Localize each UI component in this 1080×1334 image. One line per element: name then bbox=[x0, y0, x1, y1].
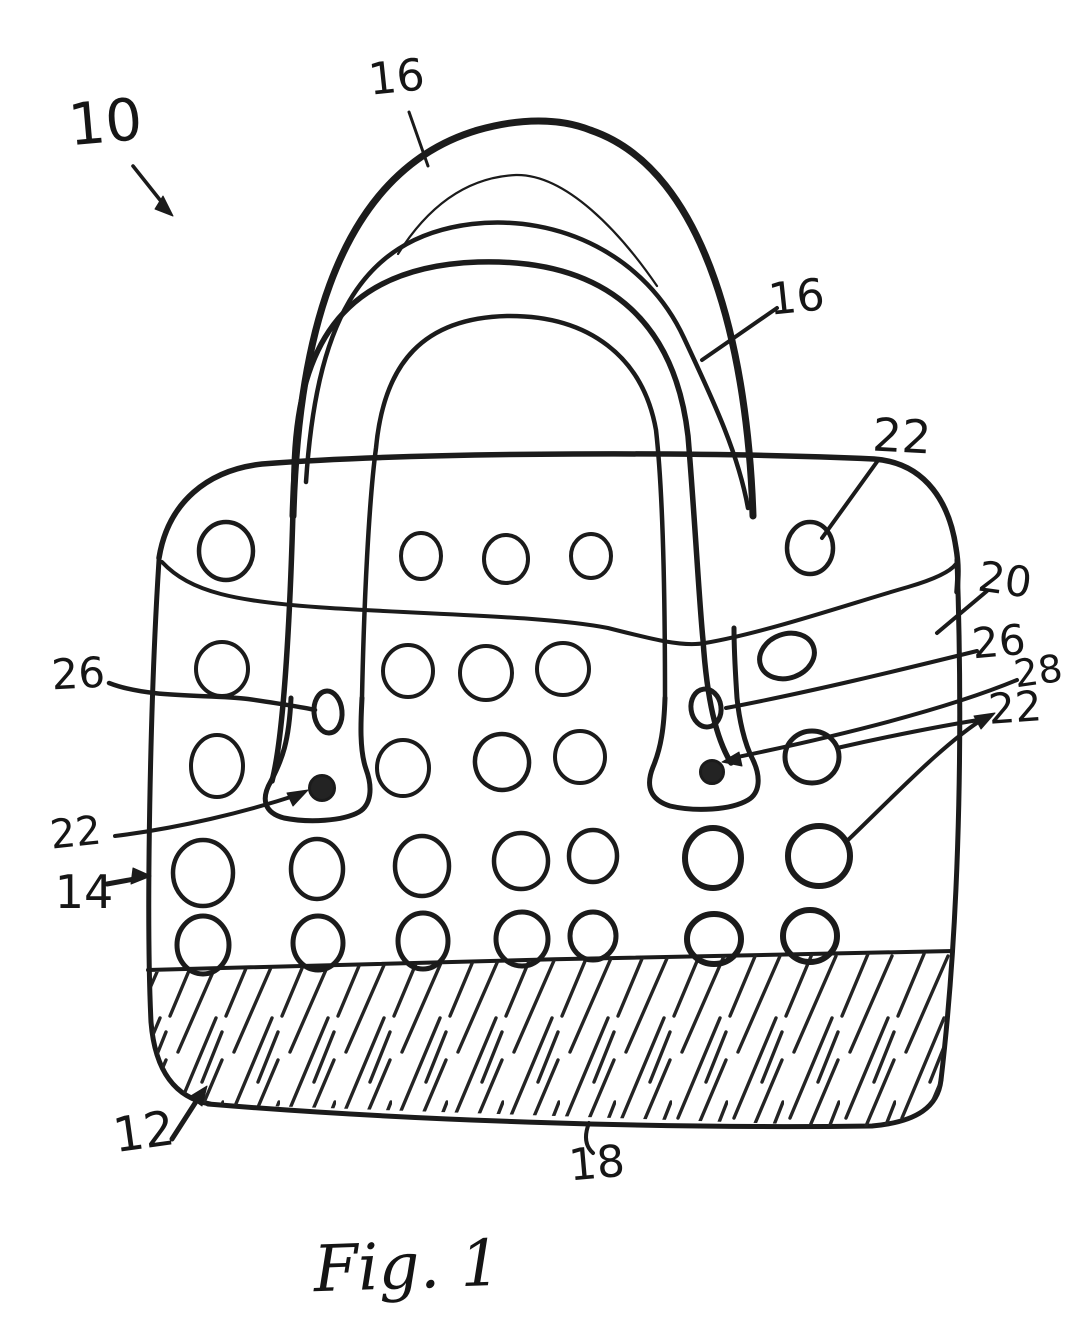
right-wall-line bbox=[938, 557, 963, 1083]
arrowhead-22-left bbox=[286, 789, 309, 807]
rivet-left bbox=[308, 774, 336, 802]
leader-26-right bbox=[724, 649, 979, 710]
ref-label-16-right: 16 bbox=[766, 269, 827, 326]
drain-hole bbox=[491, 830, 551, 892]
drain-hole bbox=[566, 827, 620, 885]
leader-16-right bbox=[700, 306, 779, 362]
drain-hole bbox=[392, 833, 452, 899]
leader-lines bbox=[104, 110, 1019, 1155]
arrowhead-10 bbox=[154, 195, 174, 217]
rivet-right bbox=[699, 759, 725, 785]
drain-holes bbox=[170, 519, 853, 977]
leader-28 bbox=[726, 678, 1019, 761]
drain-hole bbox=[381, 643, 435, 699]
ref-label-22-right: 22 bbox=[987, 681, 1044, 734]
back-handle-detail-line bbox=[396, 173, 659, 288]
leader-22-right-upper bbox=[835, 717, 987, 750]
arrowhead-28 bbox=[721, 751, 743, 767]
front-handle-outer-edge bbox=[269, 259, 734, 784]
sole-hatching bbox=[146, 949, 955, 1127]
drain-hole bbox=[569, 532, 613, 580]
arrowhead-14 bbox=[130, 867, 152, 885]
right-strap-foot bbox=[647, 625, 761, 812]
back-handle-outer-edge bbox=[289, 117, 757, 520]
reference-labels: 10 16 16 22 20 26 28 22 26 22 14 12 18 F… bbox=[48, 49, 1065, 1307]
ref-label-28: 28 bbox=[1011, 646, 1065, 696]
drain-hole bbox=[399, 531, 443, 581]
drain-hole bbox=[194, 640, 250, 698]
drain-hole bbox=[784, 519, 836, 577]
drain-hole bbox=[493, 909, 551, 969]
leader-18 bbox=[583, 1121, 595, 1155]
front-handle bbox=[262, 259, 761, 824]
leader-22-left bbox=[113, 793, 299, 838]
leader-22-right-lower bbox=[845, 715, 988, 843]
front-handle-inner-edge bbox=[359, 313, 668, 701]
ref-label-18: 18 bbox=[567, 1136, 627, 1192]
drain-hole bbox=[785, 823, 853, 889]
ref-label-26-right: 26 bbox=[970, 615, 1028, 668]
drain-hole bbox=[170, 837, 236, 909]
ref-label-20: 20 bbox=[975, 552, 1035, 608]
drain-hole bbox=[535, 641, 591, 697]
leader-22-top bbox=[820, 457, 881, 540]
left-strap-foot bbox=[262, 695, 373, 824]
tote-bag-drawing bbox=[104, 110, 1019, 1155]
drain-hole bbox=[189, 733, 245, 799]
drain-hole bbox=[482, 533, 530, 585]
drain-hole bbox=[780, 907, 840, 965]
hatch-fill bbox=[151, 951, 950, 1127]
drain-hole bbox=[782, 728, 842, 786]
leader-12-arrow bbox=[169, 1094, 202, 1142]
strap-slot-left-hole bbox=[311, 688, 345, 736]
ref-label-10: 10 bbox=[66, 85, 145, 159]
figure-caption: Fig. 1 bbox=[311, 1227, 502, 1308]
drain-hole bbox=[290, 913, 346, 973]
drain-hole bbox=[196, 519, 256, 583]
drain-hole bbox=[684, 911, 744, 967]
rim-band bbox=[156, 451, 961, 647]
ref-label-22-left: 22 bbox=[48, 808, 103, 859]
bag-body-outline bbox=[146, 557, 963, 1130]
drain-hole bbox=[395, 910, 451, 972]
drain-hole bbox=[757, 630, 817, 682]
drain-hole bbox=[472, 731, 532, 793]
rim-bottom-line bbox=[160, 560, 958, 647]
ref-label-26-left: 26 bbox=[50, 648, 106, 700]
bottom-edge-line bbox=[205, 1077, 944, 1130]
ref-label-16-top: 16 bbox=[366, 49, 427, 106]
ref-label-22-top: 22 bbox=[871, 408, 932, 465]
arrowhead-22-right bbox=[973, 712, 996, 730]
drain-hole bbox=[174, 913, 232, 977]
rim-top-line bbox=[156, 451, 961, 595]
drain-hole bbox=[567, 909, 619, 963]
leader-16-top bbox=[407, 110, 430, 168]
strap-slot-right-hole bbox=[688, 686, 724, 730]
leader-20 bbox=[935, 589, 989, 635]
sole-top-line bbox=[146, 949, 955, 972]
drain-hole bbox=[553, 729, 607, 785]
leader-26-left bbox=[106, 680, 318, 713]
drain-hole bbox=[458, 644, 514, 702]
drain-hole bbox=[682, 825, 744, 891]
ref-label-12: 12 bbox=[110, 1100, 178, 1164]
left-wall-line bbox=[146, 557, 213, 1107]
drain-hole bbox=[375, 738, 431, 798]
drain-hole bbox=[288, 836, 346, 902]
arrowhead-12 bbox=[188, 1085, 208, 1107]
ref-label-14: 14 bbox=[55, 865, 114, 919]
